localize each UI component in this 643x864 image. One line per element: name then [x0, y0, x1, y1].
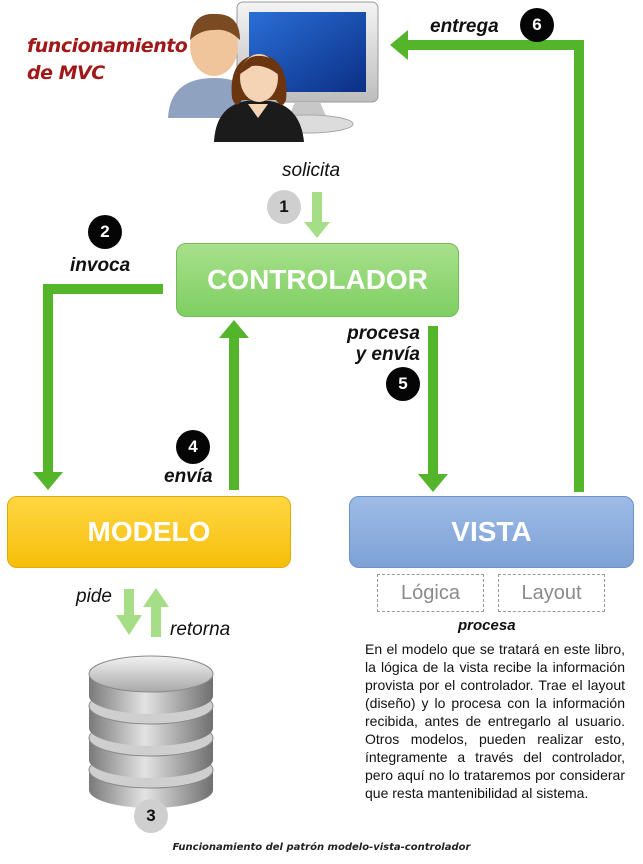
db-label-retorna: retorna [170, 619, 231, 640]
arrow-solicita [304, 192, 330, 238]
step-6-badge: 6 [520, 8, 554, 42]
title-line-1: funcionamiento [27, 35, 188, 57]
model-box: MODELO [7, 496, 291, 568]
arrow-retorna [143, 588, 169, 637]
title-line-2: de MVC [27, 62, 105, 84]
view-part-logica: Lógica [377, 574, 484, 612]
step-1-badge: 1 [267, 190, 301, 224]
view-parts-caption: procesa [458, 617, 516, 634]
database-icon [88, 655, 214, 808]
step-5-label-line-1: procesa [347, 323, 420, 344]
step-5-label-line-2: y envía [355, 344, 420, 365]
diagram-title: funcionamiento de MVC [27, 33, 188, 87]
description-paragraph: En el modelo que se tratará en este libr… [365, 641, 625, 801]
step-3-badge: 3 [134, 799, 168, 833]
step-2-label: invoca [70, 255, 131, 276]
step-6-label: entrega [430, 16, 499, 37]
db-label-pide: pide [76, 586, 112, 607]
arrow-procesa-y-envia [418, 326, 448, 492]
arrow-envia [219, 320, 249, 490]
step-5-badge: 5 [386, 367, 420, 401]
arrow-invoca [33, 284, 163, 490]
female-user-icon [214, 54, 304, 142]
view-part-layout: Layout [498, 574, 605, 612]
step-5-label: procesa y envía [336, 323, 420, 365]
arrow-pide [116, 589, 142, 635]
step-1-label: solicita [282, 160, 341, 181]
step-4-badge: 4 [176, 430, 210, 464]
step-2-badge: 2 [88, 215, 122, 249]
controller-box: CONTROLADOR [176, 243, 459, 317]
step-4-label: envía [164, 466, 213, 487]
figure-caption: Funcionamiento del patrón modelo-vista-c… [172, 842, 471, 853]
view-box: VISTA [349, 496, 634, 568]
arrow-entrega [390, 30, 584, 492]
